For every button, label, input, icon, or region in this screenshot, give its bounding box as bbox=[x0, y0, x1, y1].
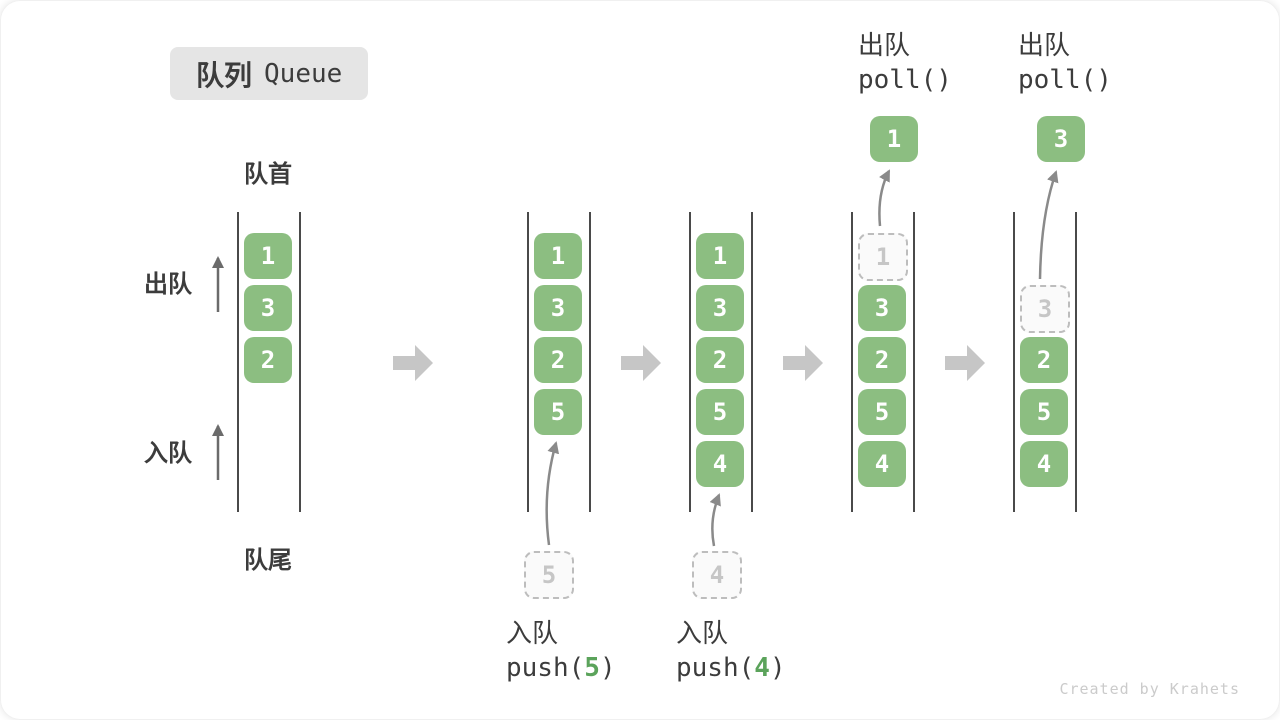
op-name: 出队 bbox=[858, 30, 911, 60]
polled-value-cell: 1 bbox=[870, 116, 918, 162]
queue-cell: 2 bbox=[534, 337, 582, 383]
incoming-ghost-cell: 4 bbox=[692, 551, 742, 599]
queue-cell: 3 bbox=[244, 285, 292, 331]
op-code: poll() bbox=[858, 65, 952, 95]
op-name: 入队 bbox=[506, 618, 559, 648]
state-transition-arrow bbox=[621, 345, 661, 381]
code-close: ) bbox=[769, 653, 786, 683]
state-transition-arrow bbox=[783, 345, 823, 381]
queue-wall bbox=[589, 212, 591, 512]
push5-arrow bbox=[545, 441, 560, 546]
op-code: push(5) bbox=[506, 650, 616, 686]
queue-wall bbox=[237, 212, 239, 512]
queue-cell: 1 bbox=[696, 233, 744, 279]
poll2-arrow bbox=[1038, 170, 1059, 280]
queue-cell: 2 bbox=[858, 337, 906, 383]
queue-cell: 2 bbox=[244, 337, 292, 383]
queue-cell: 1 bbox=[244, 233, 292, 279]
queue-cell: 2 bbox=[696, 337, 744, 383]
queue-wall bbox=[751, 212, 753, 512]
code-arg: 5 bbox=[584, 653, 600, 683]
queue-cell: 4 bbox=[696, 441, 744, 487]
state-transition-arrow bbox=[393, 345, 433, 381]
enqueue-side-label: 入队 bbox=[144, 440, 192, 467]
queue-cell: 4 bbox=[1020, 441, 1068, 487]
queue-front-label: 队首 bbox=[244, 161, 292, 188]
code-open: push( bbox=[506, 653, 585, 683]
poll1-arrow bbox=[878, 169, 891, 227]
code-close: ) bbox=[599, 653, 616, 683]
queue-cell: 1 bbox=[534, 233, 582, 279]
queue-wall bbox=[689, 212, 691, 512]
queue-wall bbox=[527, 212, 529, 512]
queue-rear-label: 队尾 bbox=[244, 547, 292, 574]
queue-cell: 5 bbox=[1020, 389, 1068, 435]
queue-cell: 3 bbox=[696, 285, 744, 331]
queue-wall bbox=[1075, 212, 1077, 512]
poll2-op-label: 出队 poll() bbox=[1018, 28, 1112, 98]
code-arg: 4 bbox=[754, 653, 770, 683]
code-open: push( bbox=[676, 653, 755, 683]
op-code: poll() bbox=[1018, 65, 1112, 95]
incoming-ghost-cell: 5 bbox=[524, 551, 574, 599]
queue-wall bbox=[851, 212, 853, 512]
queue-wall bbox=[913, 212, 915, 512]
op-name: 出队 bbox=[1018, 30, 1071, 60]
push4-op-label: 入队 push(4) bbox=[676, 616, 786, 686]
queue-cell: 4 bbox=[858, 441, 906, 487]
queue-cell: 3 bbox=[858, 285, 906, 331]
queue-cell: 2 bbox=[1020, 337, 1068, 383]
push4-arrow bbox=[709, 493, 721, 547]
queue-cell: 5 bbox=[534, 389, 582, 435]
poll1-op-label: 出队 poll() bbox=[858, 28, 952, 98]
queue-wall bbox=[1013, 212, 1015, 512]
watermark: Created by Krahets bbox=[1059, 680, 1240, 698]
queue-cell: 3 bbox=[534, 285, 582, 331]
push5-op-label: 入队 push(5) bbox=[506, 616, 616, 686]
queue-cell: 5 bbox=[696, 389, 744, 435]
title-zh: 队列 bbox=[196, 59, 253, 91]
outgoing-ghost-cell: 3 bbox=[1020, 285, 1070, 333]
queue-wall bbox=[299, 212, 301, 512]
op-code: push(4) bbox=[676, 650, 786, 686]
outgoing-ghost-cell: 1 bbox=[858, 233, 908, 281]
op-name: 入队 bbox=[676, 618, 729, 648]
queue-cell: 5 bbox=[858, 389, 906, 435]
state-transition-arrow bbox=[945, 345, 985, 381]
title-en: Queue bbox=[264, 58, 343, 89]
dequeue-side-label: 出队 bbox=[144, 271, 192, 298]
title-badge: 队列 Queue bbox=[170, 47, 369, 100]
polled-value-cell: 3 bbox=[1037, 116, 1085, 162]
